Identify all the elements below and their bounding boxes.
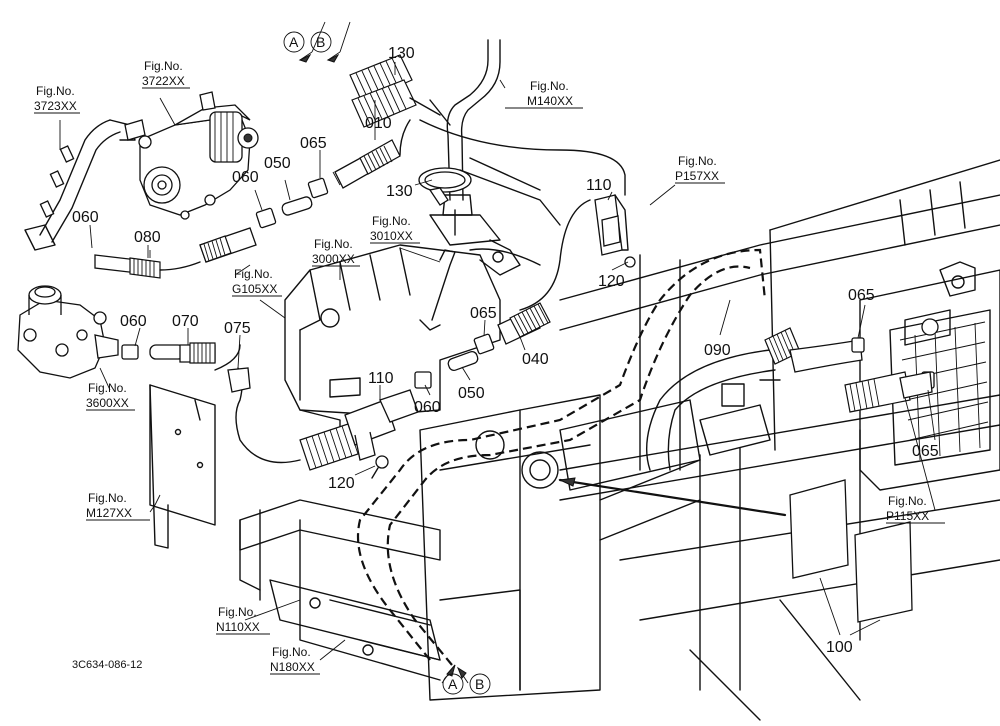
- clamp-130: [418, 167, 472, 206]
- part-065-right-lower: 065: [912, 443, 939, 460]
- svg-text:3010XX: 3010XX: [370, 229, 413, 243]
- part-100: 100: [826, 639, 853, 656]
- marker-a-bottom: A: [448, 676, 458, 692]
- svg-text:3723XX: 3723XX: [34, 99, 77, 113]
- fig-p115xx: Fig.No. P115XX: [886, 494, 945, 524]
- svg-text:Fig.No.: Fig.No.: [372, 214, 411, 228]
- clamp-110-upper: [594, 194, 636, 268]
- svg-text:Fig.No.: Fig.No.: [218, 605, 257, 619]
- part-120-upper: 120: [598, 273, 625, 290]
- part-065-center: 065: [470, 305, 497, 322]
- hose-110-lower: [299, 389, 419, 479]
- fig-n110xx: Fig.No. N110XX: [216, 605, 270, 635]
- part-070: 070: [172, 313, 199, 330]
- diagram-code: 3C634-086-12: [72, 659, 142, 671]
- part-130-top: 130: [388, 45, 415, 62]
- part-060-left: 060: [72, 209, 99, 226]
- coolant-pipe-left: [24, 119, 136, 251]
- svg-text:Fig.No.: Fig.No.: [888, 494, 927, 508]
- part-110-upper: 110: [586, 177, 612, 194]
- part-060-lower: 060: [120, 313, 147, 330]
- valve-3722: [124, 91, 259, 220]
- label-group: A B A B 130 010 065 050 060 130 060 080 …: [34, 31, 945, 695]
- svg-text:M140XX: M140XX: [527, 94, 573, 108]
- part-040: 040: [522, 351, 549, 368]
- fig-3600xx: Fig.No. 3600XX: [86, 381, 135, 411]
- part-130-mid: 130: [386, 183, 413, 200]
- hose-065-right: [764, 327, 935, 413]
- hose-050-060-upper: [255, 139, 401, 229]
- svg-text:G105XX: G105XX: [232, 282, 277, 296]
- heater-unit: [859, 261, 1000, 491]
- hose-070: [121, 342, 251, 393]
- svg-text:Fig.No.: Fig.No.: [88, 381, 127, 395]
- marker-b-top: B: [316, 34, 325, 50]
- engine-block: [284, 244, 501, 441]
- svg-text:P157XX: P157XX: [675, 169, 719, 183]
- svg-text:Fig.No.: Fig.No.: [144, 59, 183, 73]
- chassis-frame: [559, 159, 1000, 721]
- svg-text:Fig.No.: Fig.No.: [272, 645, 311, 659]
- svg-text:N180XX: N180XX: [270, 660, 315, 674]
- part-060-center: 060: [414, 399, 441, 416]
- hose-130-coils: [349, 54, 451, 128]
- part-010: 010: [365, 115, 392, 132]
- fig-3723xx: Fig.No. 3723XX: [34, 84, 80, 114]
- fig-m127xx: Fig.No. M127XX: [86, 491, 150, 521]
- left-frame: [149, 384, 441, 681]
- marker-b-bottom: B: [475, 676, 484, 692]
- pads-100: [789, 479, 913, 623]
- fig-3000xx: Fig.No. 3000XX: [312, 237, 360, 267]
- fig-m140xx: Fig.No. M140XX: [505, 79, 583, 109]
- part-050-center: 050: [458, 385, 485, 402]
- svg-text:N110XX: N110XX: [216, 620, 260, 634]
- valve-3600: [17, 285, 119, 379]
- part-050-upper: 050: [264, 155, 291, 172]
- svg-text:Fig.No.: Fig.No.: [88, 491, 127, 505]
- svg-text:P115XX: P115XX: [886, 509, 929, 523]
- svg-text:Fig.No.: Fig.No.: [36, 84, 75, 98]
- part-060-upper: 060: [232, 169, 259, 186]
- vertical-pipe: [429, 39, 561, 276]
- svg-text:Fig.No.: Fig.No.: [314, 237, 353, 251]
- svg-text:Fig.No.: Fig.No.: [234, 267, 273, 281]
- dashed-hose-routing: [356, 248, 767, 666]
- part-080: 080: [134, 229, 161, 246]
- svg-text:3600XX: 3600XX: [86, 396, 129, 410]
- fig-3722xx: Fig.No. 3722XX: [142, 59, 190, 89]
- part-110-lower: 110: [368, 370, 394, 387]
- svg-text:Fig.No.: Fig.No.: [530, 79, 569, 93]
- leader-lines: [59, 21, 936, 684]
- part-120-lower: 120: [328, 475, 355, 492]
- hose-080: [94, 227, 257, 279]
- fig-g105xx: Fig.No. G105XX: [232, 267, 282, 297]
- fig-3010xx: Fig.No. 3010XX: [370, 214, 420, 244]
- part-090: 090: [704, 342, 731, 359]
- svg-text:Fig.No.: Fig.No.: [678, 154, 717, 168]
- marker-a-top: A: [289, 34, 299, 50]
- fig-n180xx: Fig.No. N180XX: [270, 645, 320, 675]
- part-075: 075: [224, 320, 251, 337]
- hose-040-050-060: [414, 302, 551, 389]
- part-065-upper: 065: [300, 135, 327, 152]
- hose-routing: [214, 119, 781, 471]
- fig-p157xx: Fig.No. P157XX: [675, 154, 725, 184]
- svg-text:M127XX: M127XX: [86, 506, 132, 520]
- part-065-right-upper: 065: [848, 287, 875, 304]
- svg-text:3000XX: 3000XX: [312, 252, 355, 266]
- svg-text:3722XX: 3722XX: [142, 74, 185, 88]
- center-frame: [419, 394, 701, 701]
